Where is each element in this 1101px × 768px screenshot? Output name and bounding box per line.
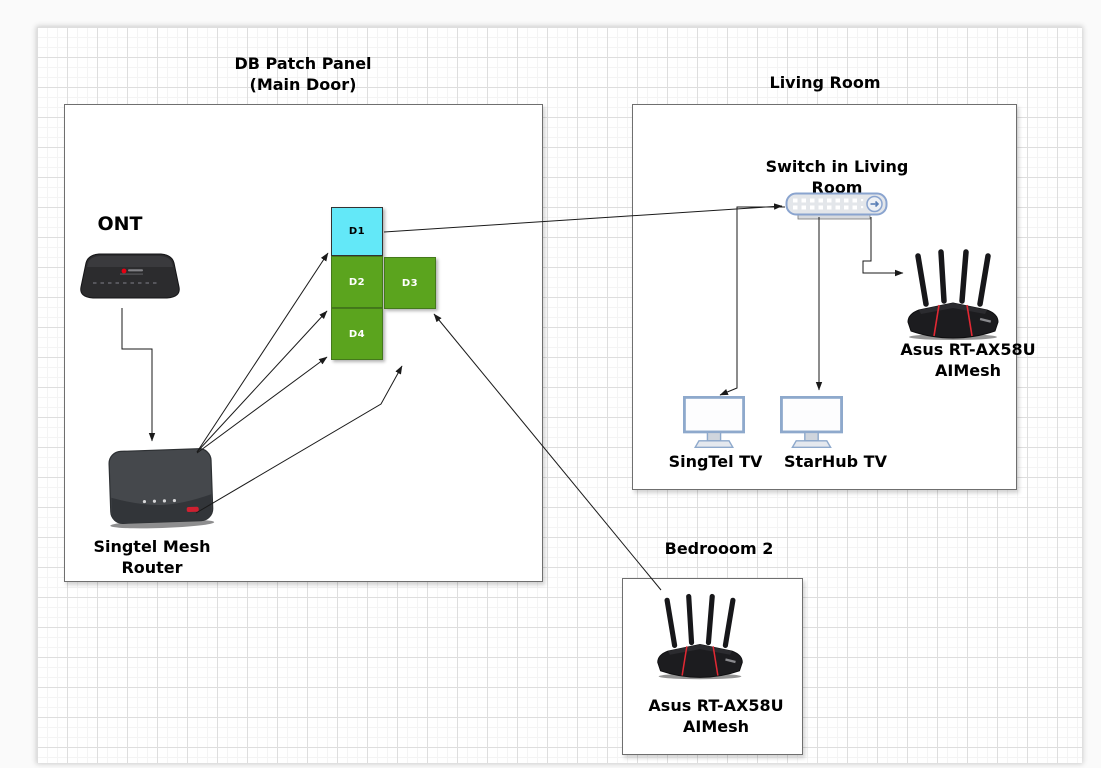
singtel-tv-image[interactable]: [683, 396, 745, 452]
port-d1-label: D1: [348, 226, 366, 237]
asus-living-label: Asus RT-AX58U AIMesh: [900, 340, 1036, 380]
port-d3-label: D3: [401, 277, 419, 289]
singtel-router-image[interactable]: [100, 444, 222, 538]
port-d4-label: D4: [348, 328, 366, 340]
patch-port-d4[interactable]: D4: [331, 308, 383, 360]
asus-red-stripes: [933, 304, 973, 337]
asus-router-bedroom-image[interactable]: [653, 588, 747, 684]
ont-label: ONT: [97, 213, 143, 235]
patch-port-d2[interactable]: D2: [331, 256, 383, 308]
starhub-tv-image[interactable]: [780, 396, 843, 452]
switch-device-image[interactable]: [785, 192, 889, 222]
singtel-logo-icon: [121, 268, 127, 274]
port-d2-label: D2: [348, 276, 366, 288]
singtel-logo-icon: [186, 506, 199, 513]
asus-bedroom-label: Asus RT-AX58U AIMesh: [648, 696, 784, 736]
singtel-tv-label: SingTel TV: [668, 452, 763, 471]
patch-port-d1[interactable]: D1: [331, 207, 383, 256]
title-db-patch-panel: DB Patch Panel (Main Door): [234, 54, 372, 94]
starhub-tv-label: StarHub TV: [784, 452, 887, 471]
asus-red-stripes: [681, 646, 719, 676]
title-living-room: Living Room: [769, 73, 881, 92]
ont-device-image[interactable]: [75, 246, 185, 308]
title-bedroom-2: Bedrooom 2: [664, 539, 774, 558]
patch-port-d3[interactable]: D3: [384, 257, 436, 309]
singtel-router-label: Singtel Mesh Router: [93, 537, 211, 577]
switch-label: Switch in Living Room: [765, 157, 909, 197]
asus-router-living-image[interactable]: [903, 244, 1003, 344]
uplink-arrow-icon: [870, 200, 880, 208]
